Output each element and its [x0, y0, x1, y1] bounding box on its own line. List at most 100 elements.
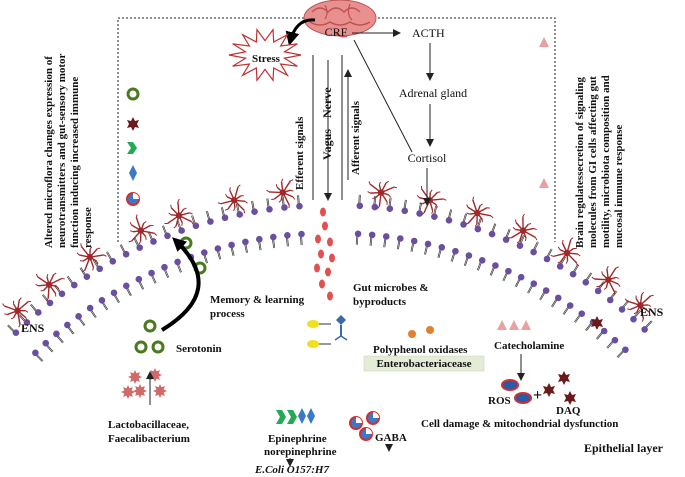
enterobacteriaceae-label: Enterobacteriacease: [376, 358, 471, 370]
lipid-head: [12, 329, 20, 337]
lipid-head: [83, 273, 91, 280]
gut-microbes-label-2: byproducts: [353, 296, 407, 308]
neuron-icon: [266, 178, 296, 209]
lipid-head: [256, 235, 263, 243]
droplet-icon: [318, 249, 324, 259]
dark-star-icon: [127, 117, 139, 131]
daq-label: DAQ: [556, 405, 581, 417]
lipid-head: [396, 235, 404, 242]
lipid-head: [70, 281, 78, 289]
neuron-icon: [464, 196, 494, 227]
lipid-head: [368, 231, 376, 239]
gut-microbes-label-1: Gut microbes &: [353, 282, 429, 294]
crf-label: CRF: [325, 25, 348, 39]
droplet-icon: [329, 253, 335, 263]
cortisol-label: Cortisol: [408, 151, 447, 165]
lipid-head: [23, 319, 31, 326]
neuron-icon: [624, 291, 654, 322]
lipid-head: [270, 233, 277, 241]
dark-star-icon: [591, 316, 603, 330]
droplet-icon: [315, 234, 321, 244]
lipid-head: [594, 287, 602, 295]
bacterium-icon: [133, 384, 147, 398]
neuron-icon: [550, 237, 581, 267]
lipid-head: [53, 330, 60, 338]
droplet-icon: [325, 267, 331, 277]
droplet-icon: [327, 237, 333, 247]
afferent-signals-label: Afferent signals: [350, 100, 362, 175]
gut-droplets: [314, 207, 335, 301]
polyphenol-label: Polyphenol oxidases: [373, 344, 468, 356]
lipid-head: [478, 257, 486, 264]
left-note-line: neurotransmitters and gut-sensory motor: [56, 53, 68, 248]
lipid-head: [356, 202, 364, 210]
lipid-head: [96, 265, 104, 273]
green-chevron-icon: [127, 142, 137, 154]
right-note-line: Brain regulatessecretion of signaling: [574, 76, 586, 248]
left-note-line: function inducing increased immune: [69, 77, 81, 248]
lipid-head: [192, 222, 200, 230]
lipid-head: [630, 315, 637, 323]
droplet-icon: [322, 221, 328, 231]
lipid-head: [386, 205, 394, 212]
lipid-head: [161, 263, 168, 271]
lipid-head: [251, 208, 258, 215]
daq-icons: [543, 371, 576, 405]
left-note-line: response: [82, 207, 94, 248]
lipid-head: [298, 230, 305, 238]
stress-burst-icon: [228, 27, 302, 83]
lipid-head: [174, 258, 181, 266]
neuron-icon: [367, 180, 398, 210]
crf-cortisol-line: [353, 39, 413, 153]
lipid-head: [148, 269, 155, 277]
lipid-head: [542, 287, 550, 294]
bacteria-cluster-icon: [121, 368, 167, 399]
droplet-icon: [314, 263, 320, 273]
lipid-head: [569, 270, 577, 278]
lipid-head: [401, 207, 409, 215]
neuron-icon: [2, 297, 32, 328]
serotonin-molecule: [134, 340, 148, 354]
neuron-icon: [508, 213, 538, 244]
lipid-head: [516, 242, 524, 249]
lipid-head: [556, 263, 564, 270]
lipid-head: [284, 232, 291, 239]
lactobacillaceae-label: Lactobacillaceae,: [108, 419, 189, 431]
epithelial-layer-label: Epithelial layer: [584, 441, 664, 455]
lipid-head: [86, 304, 94, 312]
neuron-icon: [35, 272, 65, 302]
neuron-icon: [128, 214, 158, 245]
lipid-head: [214, 245, 222, 252]
lipid-head: [122, 282, 130, 290]
lipid-head: [266, 206, 273, 213]
lipid-head: [98, 296, 106, 304]
gaba-icons: [349, 411, 380, 441]
lipid-head: [517, 273, 525, 281]
ecoli-label: E.Coli O157:H7: [254, 464, 329, 476]
left-note-line: Altered microflora changes expression of: [43, 56, 55, 248]
bacterium-icon: [121, 385, 135, 399]
blue-diamond-icon: [129, 165, 137, 181]
lipid-head: [618, 306, 626, 313]
catecholamine-triangle: [497, 320, 507, 330]
plus-label: +: [533, 387, 542, 404]
right-note: Brain regulatessecretion of signalingmol…: [574, 75, 625, 248]
memory-label-1: Memory & learning: [210, 294, 305, 306]
lipid-head: [135, 275, 143, 283]
droplet-icon: [320, 207, 326, 217]
lipid-head: [438, 244, 446, 251]
neuron-icon: [416, 185, 447, 216]
lipid-head: [502, 236, 510, 243]
gut-microbes-icon: [307, 315, 348, 348]
epithelial-membrane: [7, 194, 653, 362]
lipid-head: [452, 247, 459, 255]
lipid-head: [64, 321, 71, 329]
neuron-icon: [217, 184, 248, 214]
faecalibacterium-label: Faecalibacterium: [108, 433, 190, 445]
lipid-head: [416, 210, 423, 217]
dotted-frame: [117, 17, 556, 242]
lipid-head: [32, 349, 39, 357]
lipid-head: [164, 232, 171, 240]
bacterium-icon: [128, 370, 142, 384]
